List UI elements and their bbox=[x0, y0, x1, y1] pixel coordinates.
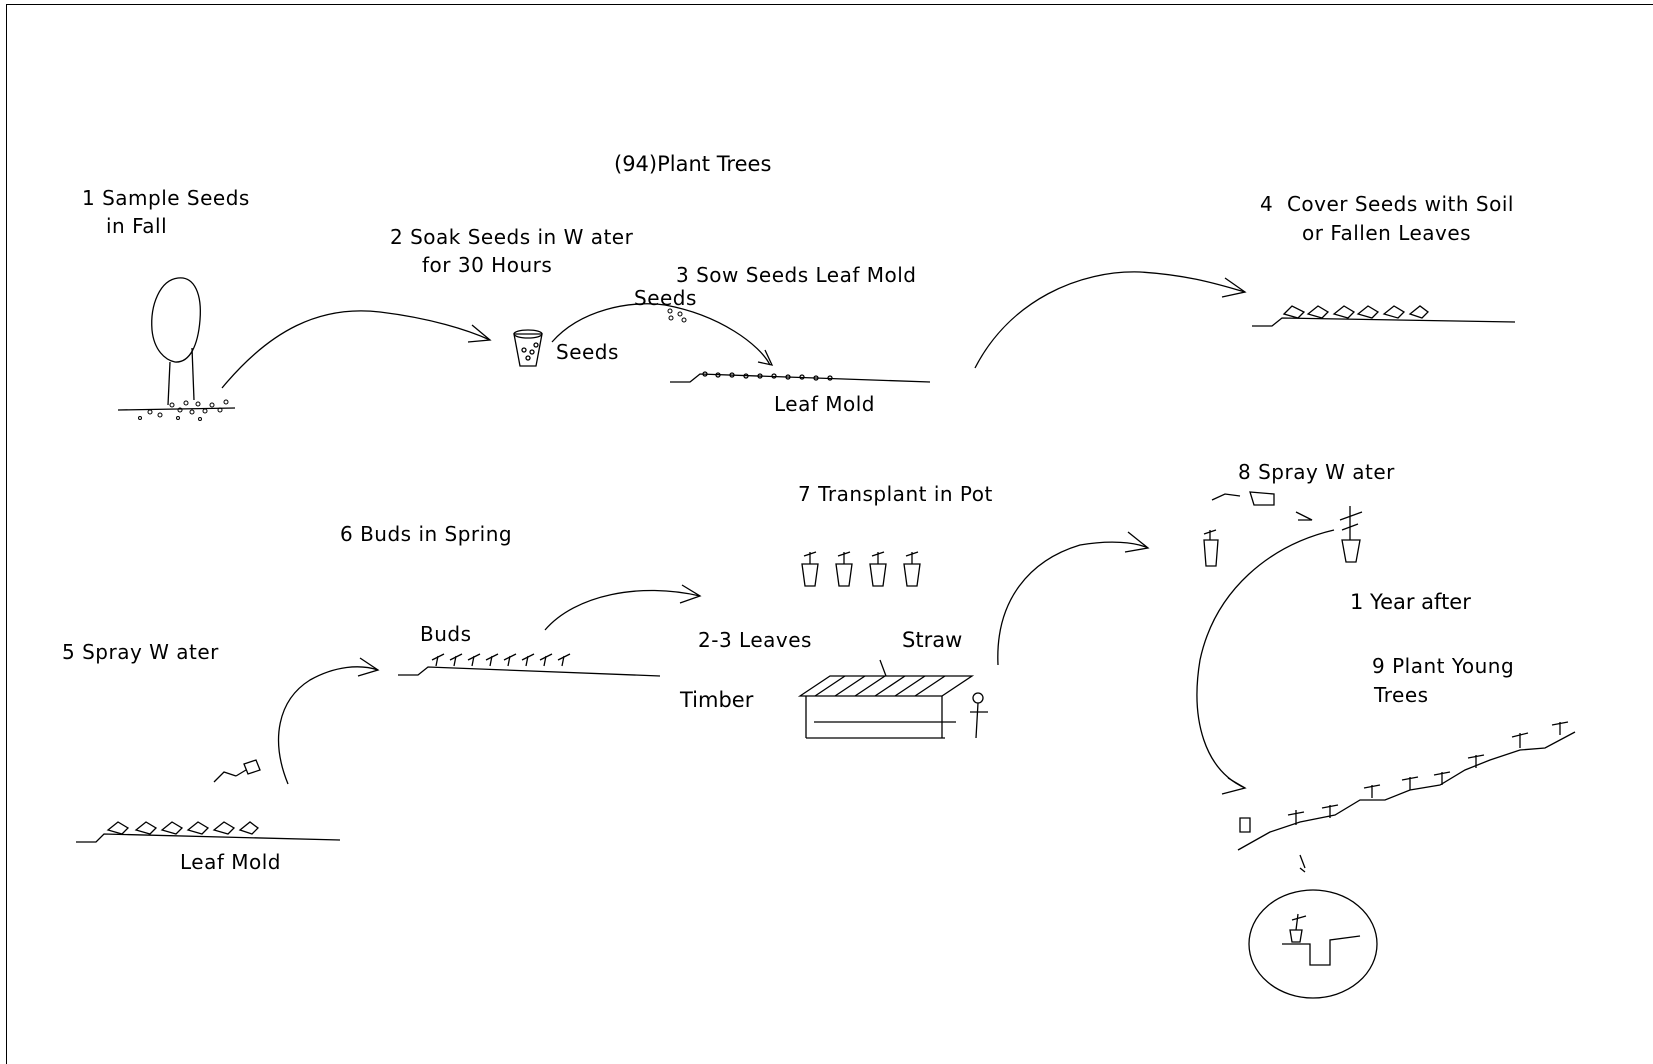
straw-label: Straw bbox=[902, 626, 962, 654]
timber-label: Timber bbox=[680, 686, 753, 714]
arrow-7-to-8 bbox=[998, 532, 1148, 665]
step-1-sublabel: in Fall bbox=[106, 212, 167, 240]
water-bucket bbox=[514, 330, 542, 366]
covered-ground bbox=[1252, 306, 1515, 326]
arrow-6-to-7 bbox=[545, 585, 700, 630]
leaf-mold-label-2: Leaf Mold bbox=[180, 848, 281, 876]
step-9-label: 9 Plant Young bbox=[1372, 652, 1514, 680]
step-5-label: 5 Spray W ater bbox=[62, 638, 219, 666]
step-4-sublabel: or Fallen Leaves bbox=[1302, 219, 1471, 247]
step-4-label: 4 Cover Seeds with Soil bbox=[1260, 190, 1514, 218]
seeds-top-label: Seeds bbox=[634, 284, 697, 312]
arrow-1-to-2 bbox=[222, 311, 490, 388]
step-2-label: 2 Soak Seeds in W ater bbox=[390, 223, 633, 251]
arrow-8-to-9 bbox=[1197, 530, 1334, 794]
buds-ground bbox=[398, 654, 660, 676]
step-3-label: 3 Sow Seeds Leaf Mold bbox=[676, 261, 917, 289]
potted-seedlings bbox=[802, 552, 920, 586]
sowing-ground bbox=[670, 372, 930, 382]
step-8-label: 8 Spray W ater bbox=[1238, 458, 1395, 486]
planting-slope bbox=[1238, 722, 1575, 872]
leaf-mold-label-1: Leaf Mold bbox=[774, 390, 875, 418]
seeds-bucket-label: Seeds bbox=[556, 338, 619, 366]
tree-drawing bbox=[118, 278, 235, 410]
step-2-sublabel: for 30 Hours bbox=[422, 251, 552, 279]
arrow-5-to-6 bbox=[279, 658, 378, 784]
step-6-label: 6 Buds in Spring bbox=[340, 520, 512, 548]
year-after-label: 1 Year after bbox=[1350, 588, 1471, 616]
step-9-sublabel: Trees bbox=[1374, 681, 1429, 709]
step-1-label: 1 Sample Seeds bbox=[82, 184, 250, 212]
buds-label: Buds bbox=[420, 620, 472, 648]
watering-scene bbox=[76, 760, 340, 842]
step-7-label: 7 Transplant in Pot bbox=[798, 480, 993, 508]
fallen-seeds bbox=[139, 400, 229, 421]
spray-scene bbox=[1204, 492, 1362, 566]
planting-detail-circle bbox=[1249, 890, 1377, 998]
straw-shed bbox=[800, 660, 988, 738]
leaves-label: 2-3 Leaves bbox=[698, 626, 812, 654]
arrow-3-to-4 bbox=[975, 272, 1245, 368]
diagram-title: (94)Plant Trees bbox=[614, 150, 771, 178]
